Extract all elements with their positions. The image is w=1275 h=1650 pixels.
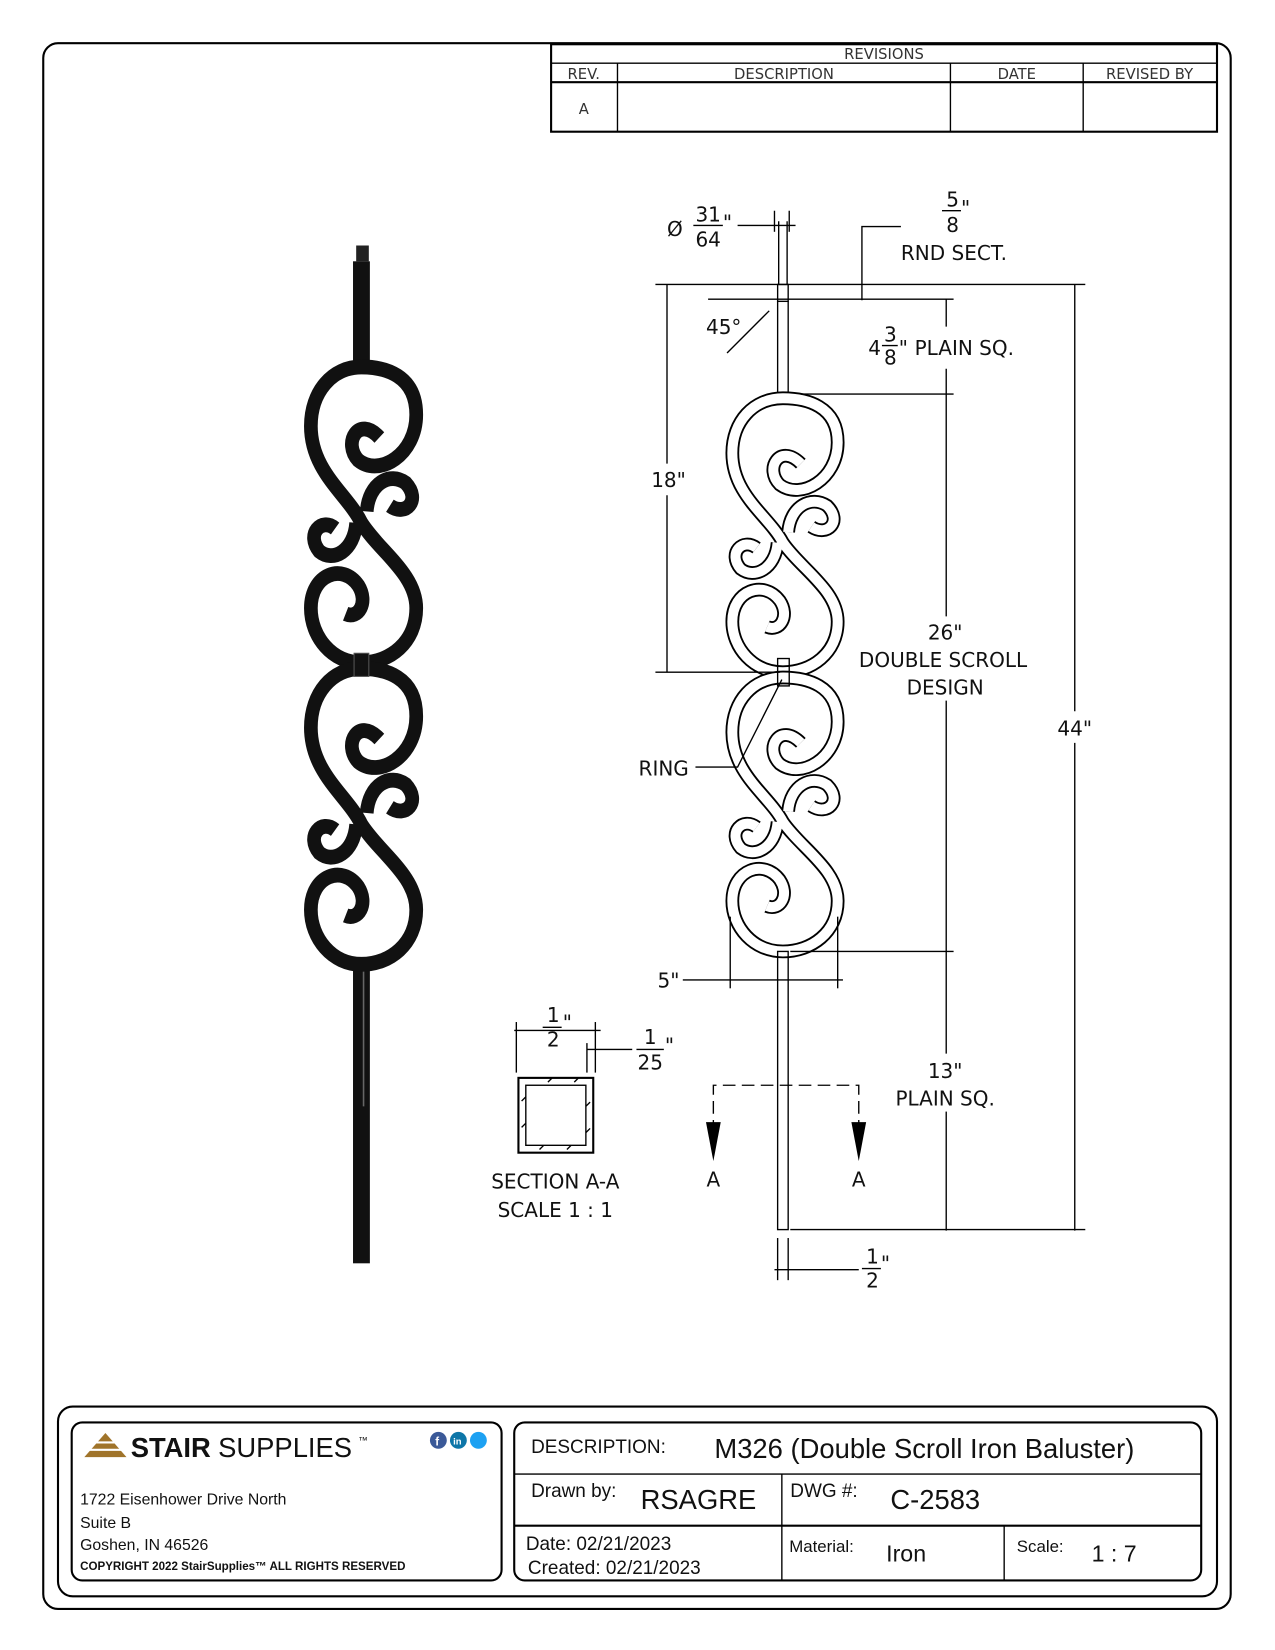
- copyright: COPYRIGHT 2022 StairSupplies™ ALL RIGHTS…: [80, 1561, 405, 1573]
- col-revised-by: REVISED BY: [1106, 66, 1194, 83]
- scale-value: 1 : 7: [1092, 1540, 1137, 1566]
- bar-width-num: 1: [866, 1244, 879, 1268]
- baluster-3d-view: [311, 245, 416, 1264]
- social-icons[interactable]: f in: [429, 1431, 487, 1449]
- company-logo: STAIR SUPPLIES ™: [84, 1432, 368, 1463]
- diameter-num: 31: [695, 202, 720, 226]
- address-line-1: 1722 Eisenhower Drive North: [80, 1492, 286, 1509]
- diameter-unit: ": [723, 211, 732, 235]
- bottom-plain-label: PLAIN SQ.: [895, 1086, 994, 1110]
- svg-text:in: in: [453, 1437, 462, 1448]
- address-line-2: Suite B: [80, 1515, 131, 1532]
- bottom-plain: 13": [928, 1059, 963, 1083]
- dwg-label: DWG #:: [790, 1481, 857, 1502]
- bar-width-unit: ": [881, 1252, 890, 1276]
- drawn-by-value: RSAGRE: [641, 1484, 757, 1515]
- facebook-icon[interactable]: [429, 1431, 447, 1449]
- ring-label: RING: [639, 756, 689, 780]
- dimension-labels: Ø 31 64 " 5 8 " RND SECT. 45° 4 3 8 " PL…: [639, 188, 1093, 1293]
- overall-length: 44": [1057, 716, 1092, 740]
- rnd-den: 8: [946, 213, 959, 237]
- baluster-elevation-view: [732, 221, 837, 1231]
- rnd-unit: ": [961, 196, 970, 220]
- scroll-label-1: DOUBLE SCROLL: [859, 648, 1028, 672]
- col-date: DATE: [998, 66, 1036, 83]
- section-marker-left: A: [707, 1167, 721, 1191]
- chamfer-angle: 45°: [706, 315, 741, 339]
- section-title: SECTION A-A: [491, 1170, 619, 1194]
- section-wall-den: 25: [638, 1050, 663, 1074]
- revisions-title: REVISIONS: [844, 46, 924, 63]
- bar-width-den: 2: [866, 1269, 879, 1293]
- rev-cell: A: [579, 101, 589, 118]
- description-label: DESCRIPTION:: [531, 1437, 666, 1458]
- dwg-value: C-2583: [890, 1484, 980, 1515]
- scroll-label-2: DESIGN: [907, 675, 984, 699]
- section-width-num: 1: [547, 1003, 560, 1027]
- rnd-num: 5: [946, 188, 959, 212]
- top-plain-label: PLAIN SQ.: [915, 336, 1014, 360]
- col-description: DESCRIPTION: [734, 66, 834, 83]
- dimension-lines: [655, 210, 1086, 1281]
- section-a-a: 1 2 " 1 25 " SECTION A-A SCALE 1 : 1: [491, 1003, 674, 1222]
- address-line-3: Goshen, IN 46526: [80, 1537, 208, 1554]
- revisions-table: REVISIONS REV. DESCRIPTION DATE REVISED …: [550, 43, 1219, 133]
- top-plain-whole: 4: [868, 336, 881, 360]
- material-value: Iron: [886, 1540, 926, 1566]
- section-width-den: 2: [547, 1027, 560, 1051]
- linkedin-icon[interactable]: [449, 1431, 467, 1449]
- drawn-by-label: Drawn by:: [531, 1481, 616, 1502]
- twitter-icon[interactable]: [469, 1431, 487, 1449]
- section-arrow-left: [705, 1122, 721, 1162]
- top-plain-unit: ": [899, 336, 908, 360]
- logo-light: SUPPLIES: [218, 1432, 352, 1463]
- top-plain-num: 3: [884, 322, 897, 346]
- created-value: Created: 02/21/2023: [528, 1558, 701, 1579]
- section-arrow-right: [851, 1122, 867, 1162]
- svg-text:f: f: [435, 1437, 439, 1449]
- ring-height: 18": [651, 468, 686, 492]
- diameter-symbol: Ø: [667, 217, 683, 241]
- section-scale: SCALE 1 : 1: [498, 1198, 613, 1222]
- scale-label: Scale:: [1017, 1537, 1064, 1556]
- date-value: Date: 02/21/2023: [526, 1534, 671, 1555]
- title-block: STAIR SUPPLIES ™ f in 1722 Eisenhower Dr…: [56, 1405, 1219, 1598]
- col-rev: REV.: [568, 66, 600, 83]
- description-value: M326 (Double Scroll Iron Baluster): [714, 1433, 1134, 1464]
- material-label: Material:: [789, 1537, 854, 1556]
- scroll-length: 26": [928, 621, 963, 645]
- section-width-unit: ": [563, 1010, 572, 1034]
- logo-tm: ™: [358, 1435, 367, 1446]
- logo-bold: STAIR: [131, 1432, 211, 1463]
- diameter-den: 64: [695, 228, 720, 252]
- sheet-border: [42, 42, 1232, 1610]
- scroll-width: 5": [658, 968, 680, 992]
- section-wall-num: 1: [644, 1025, 657, 1049]
- rnd-label: RND SECT.: [901, 241, 1007, 265]
- section-wall-unit: ": [665, 1034, 674, 1058]
- section-marker-right: A: [852, 1167, 866, 1191]
- top-plain-den: 8: [884, 346, 897, 370]
